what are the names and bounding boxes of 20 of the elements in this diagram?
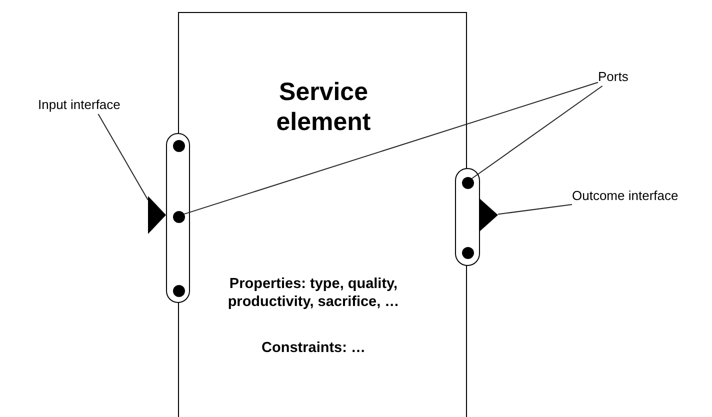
interface-triangle <box>479 198 498 232</box>
callout-label: Outcome interface <box>572 187 702 205</box>
leader-line <box>498 204 572 215</box>
callout-label: Input interface <box>38 96 148 114</box>
port-dot <box>173 285 185 297</box>
interface-triangle <box>148 196 166 234</box>
port-dot <box>462 247 474 259</box>
port-bar <box>166 133 190 303</box>
callout-label: Ports <box>598 68 632 86</box>
port-bar <box>455 168 480 266</box>
element-note: Properties: type, quality, productivity, sacrifice, … <box>226 275 400 312</box>
port-dot <box>173 211 185 223</box>
port-dot <box>173 140 185 152</box>
element-title: Service element <box>275 77 372 137</box>
port-dot <box>462 177 474 189</box>
element-note: Constraints: … <box>260 339 366 358</box>
leader-line <box>98 114 148 200</box>
service-element-box <box>178 12 467 417</box>
leader-line <box>183 82 598 215</box>
leader-line <box>471 86 603 180</box>
